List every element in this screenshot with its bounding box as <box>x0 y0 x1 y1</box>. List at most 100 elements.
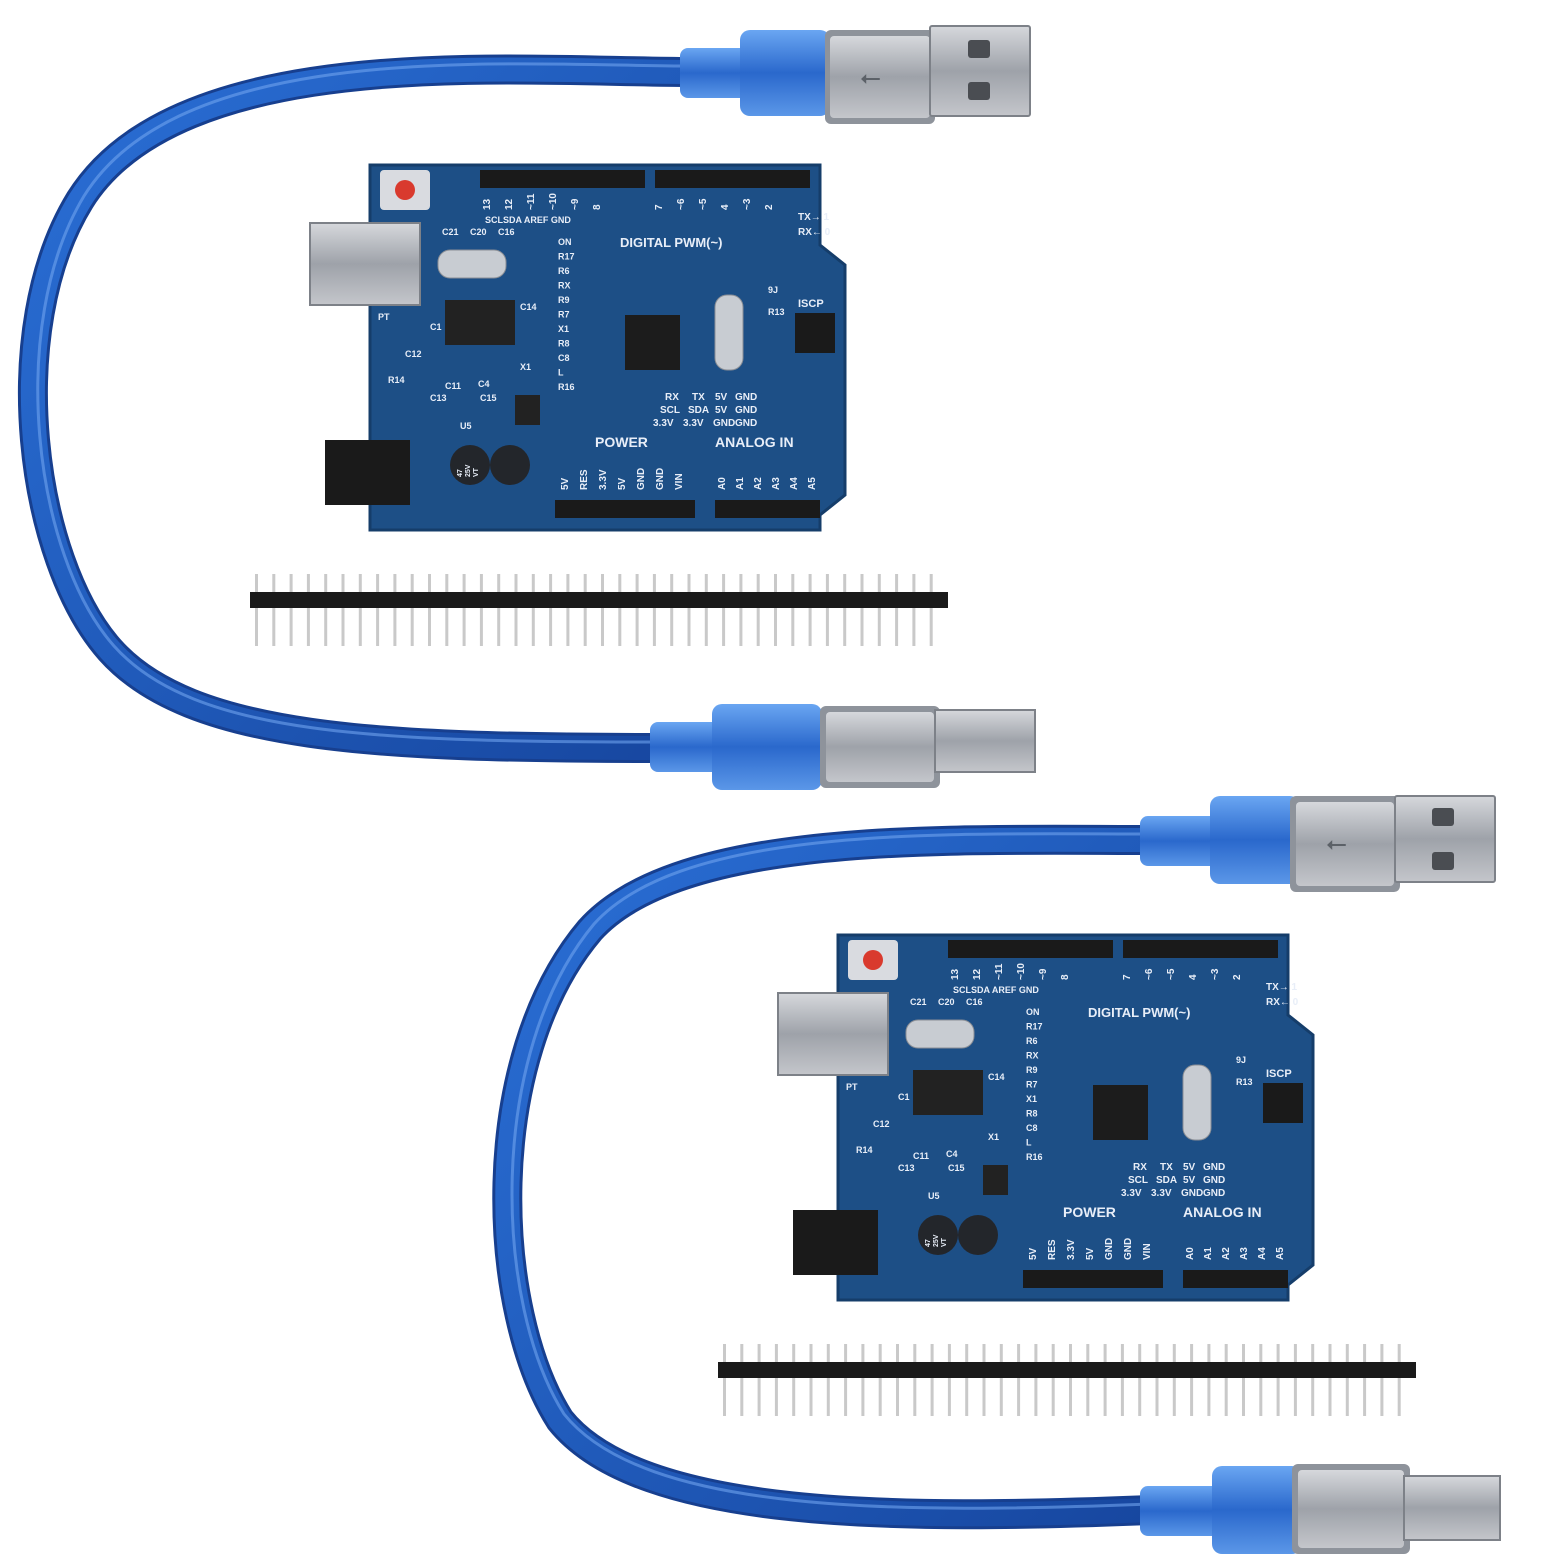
bus-gnd-b-2: GND <box>1203 1175 1225 1186</box>
led-label: RX <box>558 281 571 291</box>
header-pin-top <box>531 574 535 592</box>
header-pin-top <box>652 574 656 592</box>
header-pin-top <box>635 574 639 592</box>
bus-rx-1: RX <box>665 392 679 403</box>
led-label: C8 <box>1026 1123 1038 1133</box>
analog-pin-label: A5 <box>807 477 818 490</box>
header-pin-bottom <box>601 608 604 646</box>
digital-pin-label: 8 <box>1060 974 1071 980</box>
header-pin-top <box>1224 1344 1228 1362</box>
header-pin-bottom <box>757 1378 761 1416</box>
header-pin-bottom <box>913 1378 917 1416</box>
bus-gnd-d-1: GND <box>735 418 757 429</box>
header-pin-bottom <box>462 608 466 646</box>
cap-label: C16 <box>966 997 983 1007</box>
header-pin-top <box>739 574 743 592</box>
header-pin-bottom <box>1380 1378 1384 1416</box>
digital-pin-label: 13 <box>950 968 961 980</box>
led-label: ON <box>558 237 572 247</box>
usb-a-plug-2: ⭠ <box>1140 795 1496 892</box>
component-label: C15 <box>480 393 497 403</box>
aref-row-label-1: SCLSDA AREF GND <box>485 215 571 225</box>
header-pin-bottom <box>861 1378 865 1416</box>
header-pin-bottom <box>1190 1378 1194 1416</box>
analog-label-2: ANALOG IN <box>1183 1204 1262 1220</box>
header-pin-bottom <box>497 608 501 646</box>
header-pin-top <box>913 1344 917 1362</box>
header-pin-top <box>982 1344 986 1362</box>
header-pin-bottom <box>723 1378 726 1416</box>
header-pin-bottom <box>289 608 293 646</box>
header-pin-top <box>289 574 293 592</box>
header-pin-bottom <box>1363 1378 1367 1416</box>
component-label: C11 <box>445 381 461 391</box>
tx-label-2: TX→ 1 <box>1266 982 1298 993</box>
header-pin-top <box>1276 1344 1280 1362</box>
bus-gnd-c-1: GND <box>713 418 735 429</box>
power-pin-label: RES <box>1047 1239 1058 1260</box>
bus-sda-2: SDA <box>1156 1175 1177 1186</box>
component-label: U5 <box>460 421 472 431</box>
header-pin-bottom <box>982 1378 986 1416</box>
power-pin-label: VIN <box>1142 1243 1153 1260</box>
header-pin-bottom <box>255 608 258 646</box>
analog-pin-label: A2 <box>1221 1247 1232 1260</box>
usb-cable-2: ⭠ <box>492 795 1501 1554</box>
bus-gnd-b-1: GND <box>735 405 757 416</box>
component-label: U5 <box>928 1191 940 1201</box>
digital-pin-label: ~3 <box>742 198 753 210</box>
analog-pin-label: A4 <box>789 477 800 490</box>
header-pin-bottom <box>376 608 380 646</box>
header-pin-top <box>566 574 570 592</box>
bus-sda-1: SDA <box>688 405 709 416</box>
header-pin-bottom <box>1120 1378 1124 1416</box>
header-pin-bottom <box>1103 1378 1107 1416</box>
component-label: C12 <box>405 349 422 359</box>
header-pin-bottom <box>1086 1378 1090 1416</box>
header-pin-top <box>826 1344 830 1362</box>
header-pin-top <box>808 574 812 592</box>
header-pin-top <box>376 574 380 592</box>
digital-pin-label: 4 <box>720 204 731 210</box>
digital-pin-label: ~6 <box>1144 968 1155 980</box>
header-pin-bottom <box>722 608 726 646</box>
header-pin-top <box>1380 1344 1384 1362</box>
analog-pin-label: A0 <box>717 477 728 490</box>
header-pin-top <box>255 574 258 592</box>
digital-pin-label: 8 <box>592 204 603 210</box>
header-pin-top <box>1103 1344 1107 1362</box>
rx-label-1: RX← 0 <box>798 227 831 238</box>
led-label: R7 <box>558 310 570 320</box>
header-pin-bottom <box>1034 1378 1038 1416</box>
component-label: 9J <box>1236 1055 1246 1065</box>
header-pin-top <box>843 574 847 592</box>
header-pin-bottom <box>843 608 847 646</box>
header-pin-bottom <box>670 608 674 646</box>
digital-pin-label: ~11 <box>526 193 537 210</box>
header-pin-top <box>809 1344 813 1362</box>
digital-pin-label: ~9 <box>1038 968 1049 980</box>
header-pin-bottom <box>358 608 362 646</box>
header-pin-top <box>912 574 916 592</box>
led-label: R6 <box>558 266 570 276</box>
header-pin-top <box>1293 1344 1297 1362</box>
header-pin-bottom <box>756 608 760 646</box>
header-pin-top <box>1345 1344 1349 1362</box>
header-pin-top <box>756 574 760 592</box>
bus-33v-b-2: 3.3V <box>1151 1188 1172 1199</box>
header-pin-bottom <box>531 608 535 646</box>
bus-gnd-1: GND <box>735 392 757 403</box>
header-pin-bottom <box>896 1378 899 1416</box>
bus-grid-2: RX TX 5V GND SCL SDA 5V GND 3.3V 3.3V GN… <box>1121 1162 1225 1199</box>
header-pin-bottom <box>877 608 881 646</box>
capacitor-marking: 47 <box>457 469 464 477</box>
led-label: R8 <box>558 339 570 349</box>
header-pin-bottom <box>947 1378 951 1416</box>
header-pin-top <box>1397 1344 1401 1362</box>
capacitor-marking: 25V <box>465 464 472 477</box>
